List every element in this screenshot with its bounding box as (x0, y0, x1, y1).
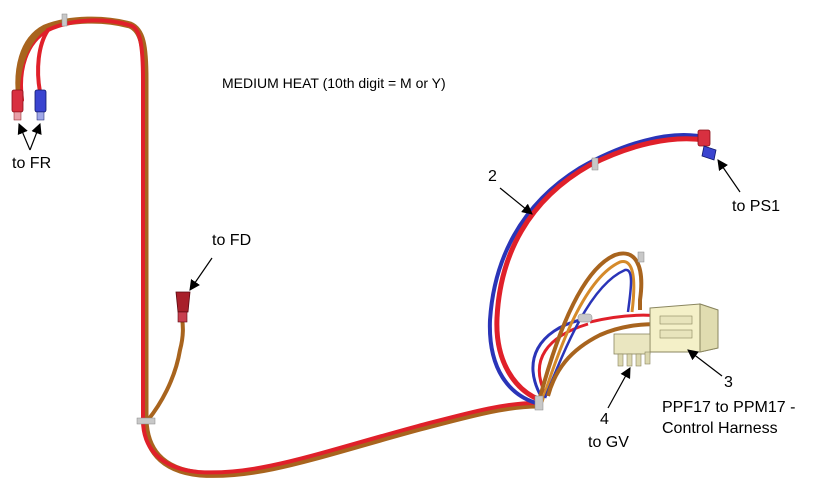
label-to-fd: to FD (212, 232, 252, 249)
label-to-ps1: to PS1 (732, 198, 781, 215)
ps1-terminal (697, 129, 717, 161)
callout-number-3: 3 (724, 374, 733, 391)
fd-terminal (175, 291, 191, 323)
label-harness-line2: Control Harness (662, 420, 778, 437)
wire-orange-1 (536, 251, 644, 406)
arrow-fr-red (17, 123, 31, 151)
arrow-callout-3 (687, 349, 723, 377)
cable-tie (577, 313, 593, 323)
diagram-title: MEDIUM HEAT (10th digit = M or Y) (222, 75, 446, 91)
wire-brown-to-connector (546, 322, 661, 397)
cable-tie (61, 13, 68, 27)
fr-terminal-red (11, 89, 24, 121)
ppf17-connector (613, 303, 719, 367)
fr-terminal-blue (34, 89, 47, 121)
wire-red-trunk (19, 18, 538, 475)
wire-orange-2 (540, 260, 636, 403)
callout-number-2: 2 (488, 168, 497, 185)
cable-tie (591, 157, 599, 171)
cable-tie (534, 395, 544, 411)
arrow-fr-blue (29, 122, 42, 151)
connector-pins (613, 333, 651, 367)
gv-branch (534, 251, 661, 411)
arrow-callout-2 (499, 187, 533, 215)
wire-red-loop (494, 136, 706, 403)
label-to-gv: to GV (588, 434, 629, 451)
ps1-loop (487, 129, 717, 405)
wire-blue-loop-inner (531, 318, 581, 399)
fr-branch (11, 13, 68, 121)
label-harness-line1: PPF17 to PPM17 - (662, 399, 796, 416)
callout-number-4: 4 (600, 411, 609, 428)
cable-tie (136, 417, 156, 425)
wire-to-fr-red (36, 28, 50, 93)
wire-to-fd (146, 317, 185, 422)
wire-blue-gv (543, 268, 633, 399)
arrow-ps1 (717, 159, 741, 193)
leader-arrows (17, 122, 741, 409)
arrow-callout-4 (607, 367, 631, 409)
wire-to-fr-brown (16, 26, 47, 93)
cable-tie (637, 251, 645, 263)
label-to-fr: to FR (12, 155, 52, 172)
main-harness-trunk (15, 16, 542, 478)
arrow-fd (189, 257, 213, 291)
wire-blue-loop (487, 133, 709, 405)
fd-branch (136, 291, 191, 425)
